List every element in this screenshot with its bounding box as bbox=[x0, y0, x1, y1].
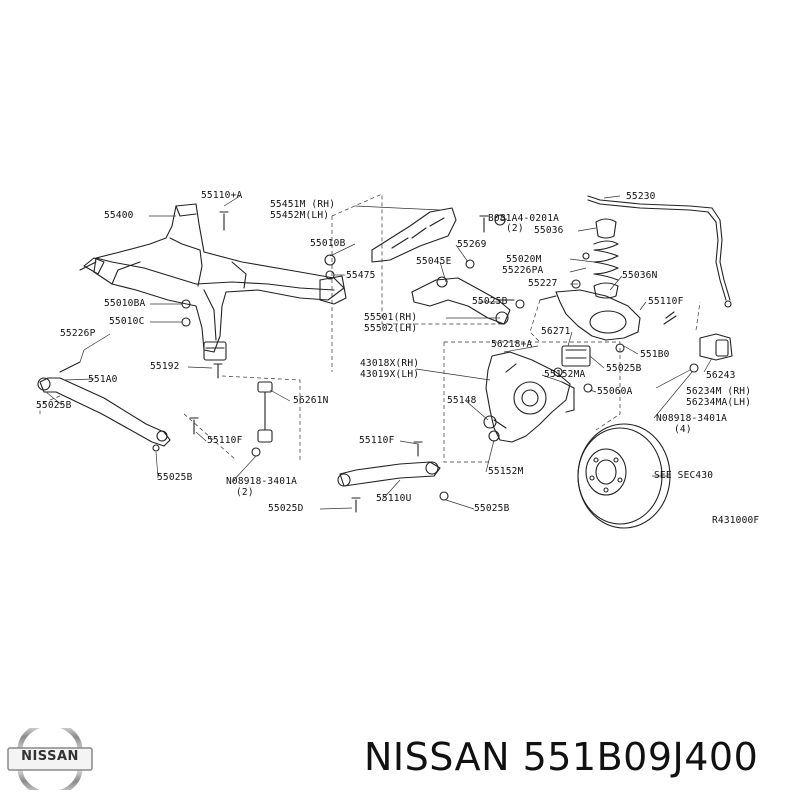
label-55025d: 55025D bbox=[268, 503, 304, 514]
label-55152ma: 55152MA bbox=[544, 369, 586, 380]
label-08918-3401a-right: N08918-3401A bbox=[656, 413, 728, 424]
coil-spring-55020m bbox=[593, 218, 619, 299]
label-081a4-qty-2: (2) bbox=[506, 223, 524, 234]
label-55110u: 55110U bbox=[376, 493, 412, 504]
nissan-logo: NISSAN bbox=[6, 721, 94, 797]
label-55110f-right: 55110F bbox=[648, 296, 684, 307]
label-55036n: 55036N bbox=[622, 270, 658, 281]
label-55010ba: 55010BA bbox=[104, 298, 146, 309]
label-55025b-bottom-center: 55025B bbox=[474, 503, 510, 514]
label-55036: 55036 bbox=[534, 225, 564, 236]
label-55230: 55230 bbox=[626, 191, 656, 202]
label-55400: 55400 bbox=[104, 210, 134, 221]
label-56243: 56243 bbox=[706, 370, 736, 381]
label-55110f-center: 55110F bbox=[359, 435, 395, 446]
label-43018x: 43018X(RH) bbox=[360, 358, 420, 369]
label-55226p: 55226P bbox=[60, 328, 96, 339]
label-55152m-lower: 55152M bbox=[488, 466, 524, 477]
subframe-55400 bbox=[79, 203, 347, 361]
label-55025b-upper: 55025B bbox=[472, 296, 508, 307]
label-08918-qty-2: (2) bbox=[236, 487, 254, 498]
label-55025b-left: 55025B bbox=[36, 400, 72, 411]
label-56261n: 56261N bbox=[293, 395, 329, 406]
label-55020m: 55020M bbox=[506, 254, 542, 265]
label-55110f-left: 55110F bbox=[207, 435, 243, 446]
label-551a0: 551A0 bbox=[88, 374, 118, 385]
knuckle-43018x bbox=[483, 351, 571, 443]
label-43019x: 43019X(LH) bbox=[360, 369, 420, 380]
label-55148: 55148 bbox=[447, 395, 477, 406]
label-55227: 55227 bbox=[528, 278, 558, 289]
label-551b0: 551B0 bbox=[640, 349, 670, 360]
label-55269: 55269 bbox=[457, 239, 487, 250]
label-55010c: 55010C bbox=[109, 316, 145, 327]
label-08918-qty-4: (4) bbox=[674, 424, 692, 435]
nissan-logo-text: NISSAN bbox=[21, 749, 79, 764]
label-55452m: 55452M(LH) bbox=[270, 210, 330, 221]
label-55025b-bottom-left: 55025B bbox=[157, 472, 193, 483]
label-56234ma: 56234MA(LH) bbox=[686, 397, 752, 408]
label-56218a: 56218+A bbox=[491, 339, 533, 350]
label-55475: 55475 bbox=[346, 270, 376, 281]
label-08918-3401a-lower: N08918-3401A bbox=[226, 476, 298, 487]
label-55025b-right: 55025B bbox=[606, 363, 642, 374]
label-see-sec430: SEE SEC430 bbox=[654, 470, 714, 481]
label-55045e: 55045E bbox=[416, 256, 452, 267]
label-081a4-0201a: B081A4-0201A bbox=[488, 213, 560, 224]
lower-arm-551b0 bbox=[539, 289, 641, 353]
label-55192: 55192 bbox=[150, 361, 180, 372]
part-caption: NISSAN 551B09J400 bbox=[364, 735, 759, 779]
label-56271: 56271 bbox=[541, 326, 571, 337]
label-55502: 55502(LH) bbox=[364, 323, 418, 334]
label-55501: 55501(RH) bbox=[364, 312, 418, 323]
label-55226pa: 55226PA bbox=[502, 265, 544, 276]
diagram-reference-code: R431000F bbox=[712, 515, 760, 526]
label-56234m: 56234M (RH) bbox=[686, 386, 752, 397]
label-55060a: 55060A bbox=[597, 386, 633, 397]
label-55110pa: 55110+A bbox=[201, 190, 243, 201]
label-55010b: 55010B bbox=[310, 238, 346, 249]
label-55451m: 55451M (RH) bbox=[270, 199, 336, 210]
